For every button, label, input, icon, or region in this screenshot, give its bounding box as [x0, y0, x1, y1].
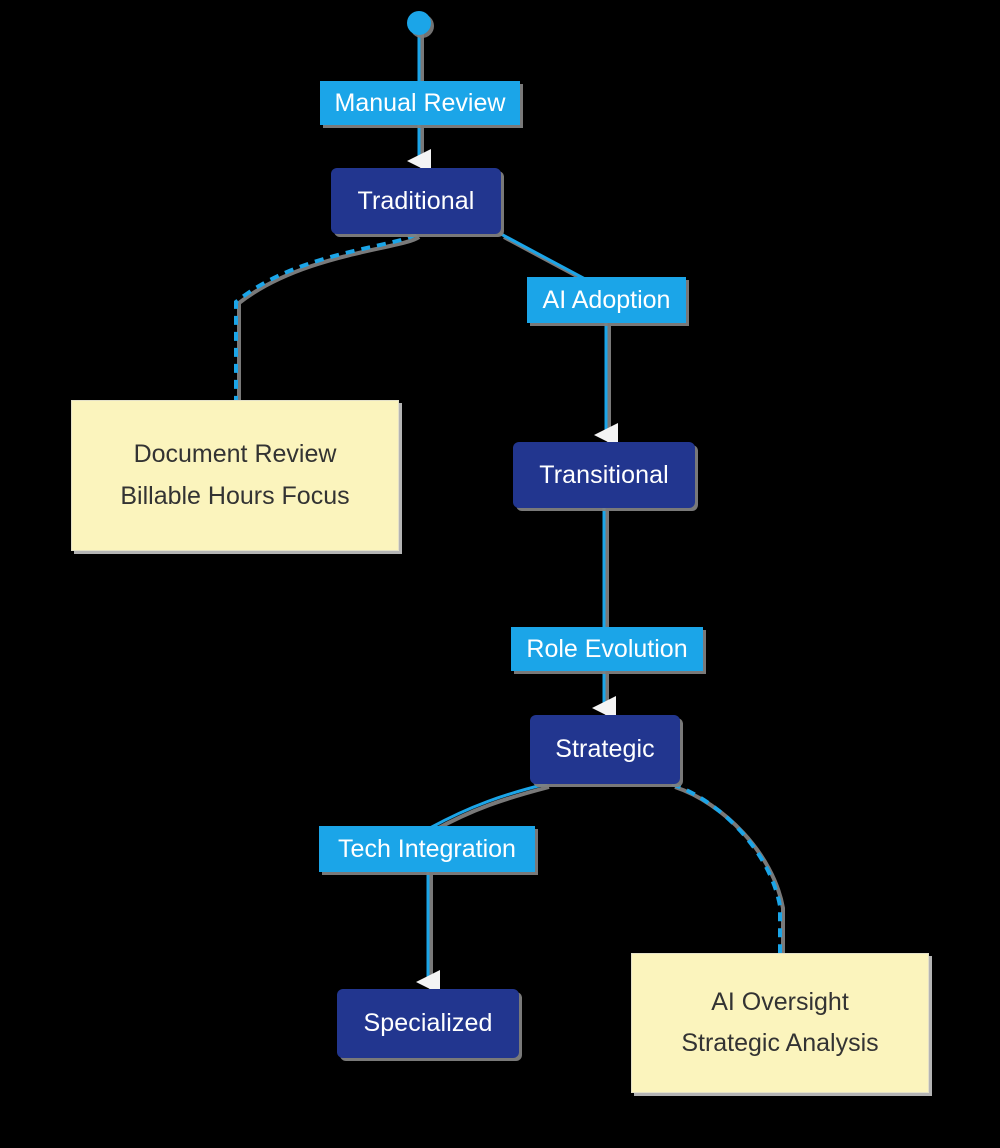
- edge-label-tech-integration[interactable]: Tech Integration: [319, 826, 535, 872]
- node-traditional[interactable]: Traditional: [331, 168, 501, 234]
- edge-label-text: Manual Review: [334, 88, 506, 117]
- note-line: Document Review: [133, 440, 337, 469]
- root-node-dot[interactable]: [407, 11, 431, 35]
- node-strategic[interactable]: Strategic: [530, 715, 680, 784]
- edge-strategic-to-ai-oversight-note: [671, 782, 782, 953]
- note-line: Billable Hours Focus: [120, 481, 350, 510]
- note-document-review[interactable]: Document Review Billable Hours Focus: [71, 400, 399, 551]
- node-label: Specialized: [363, 1009, 493, 1037]
- note-line: AI Oversight: [711, 987, 849, 1016]
- node-label: Traditional: [357, 186, 475, 215]
- edge-strategic-to-tech-integration: [428, 782, 548, 830]
- edge-label-text: AI Adoption: [542, 285, 671, 314]
- edge-traditional-to-ai-adoption: [499, 232, 587, 281]
- edge-label-manual-review[interactable]: Manual Review: [320, 81, 520, 125]
- edge-label-ai-adoption[interactable]: AI Adoption: [527, 277, 686, 323]
- node-label: Transitional: [539, 460, 669, 489]
- edge-label-role-evolution[interactable]: Role Evolution: [511, 627, 703, 671]
- note-ai-oversight[interactable]: AI Oversight Strategic Analysis: [631, 953, 929, 1093]
- note-line: Strategic Analysis: [681, 1029, 879, 1057]
- edge-traditional-to-document-note: [234, 232, 418, 400]
- node-label: Strategic: [555, 735, 655, 763]
- edge-label-text: Tech Integration: [338, 834, 516, 863]
- edge-label-text: Role Evolution: [526, 634, 688, 663]
- node-transitional[interactable]: Transitional: [513, 442, 695, 508]
- node-specialized[interactable]: Specialized: [337, 989, 519, 1058]
